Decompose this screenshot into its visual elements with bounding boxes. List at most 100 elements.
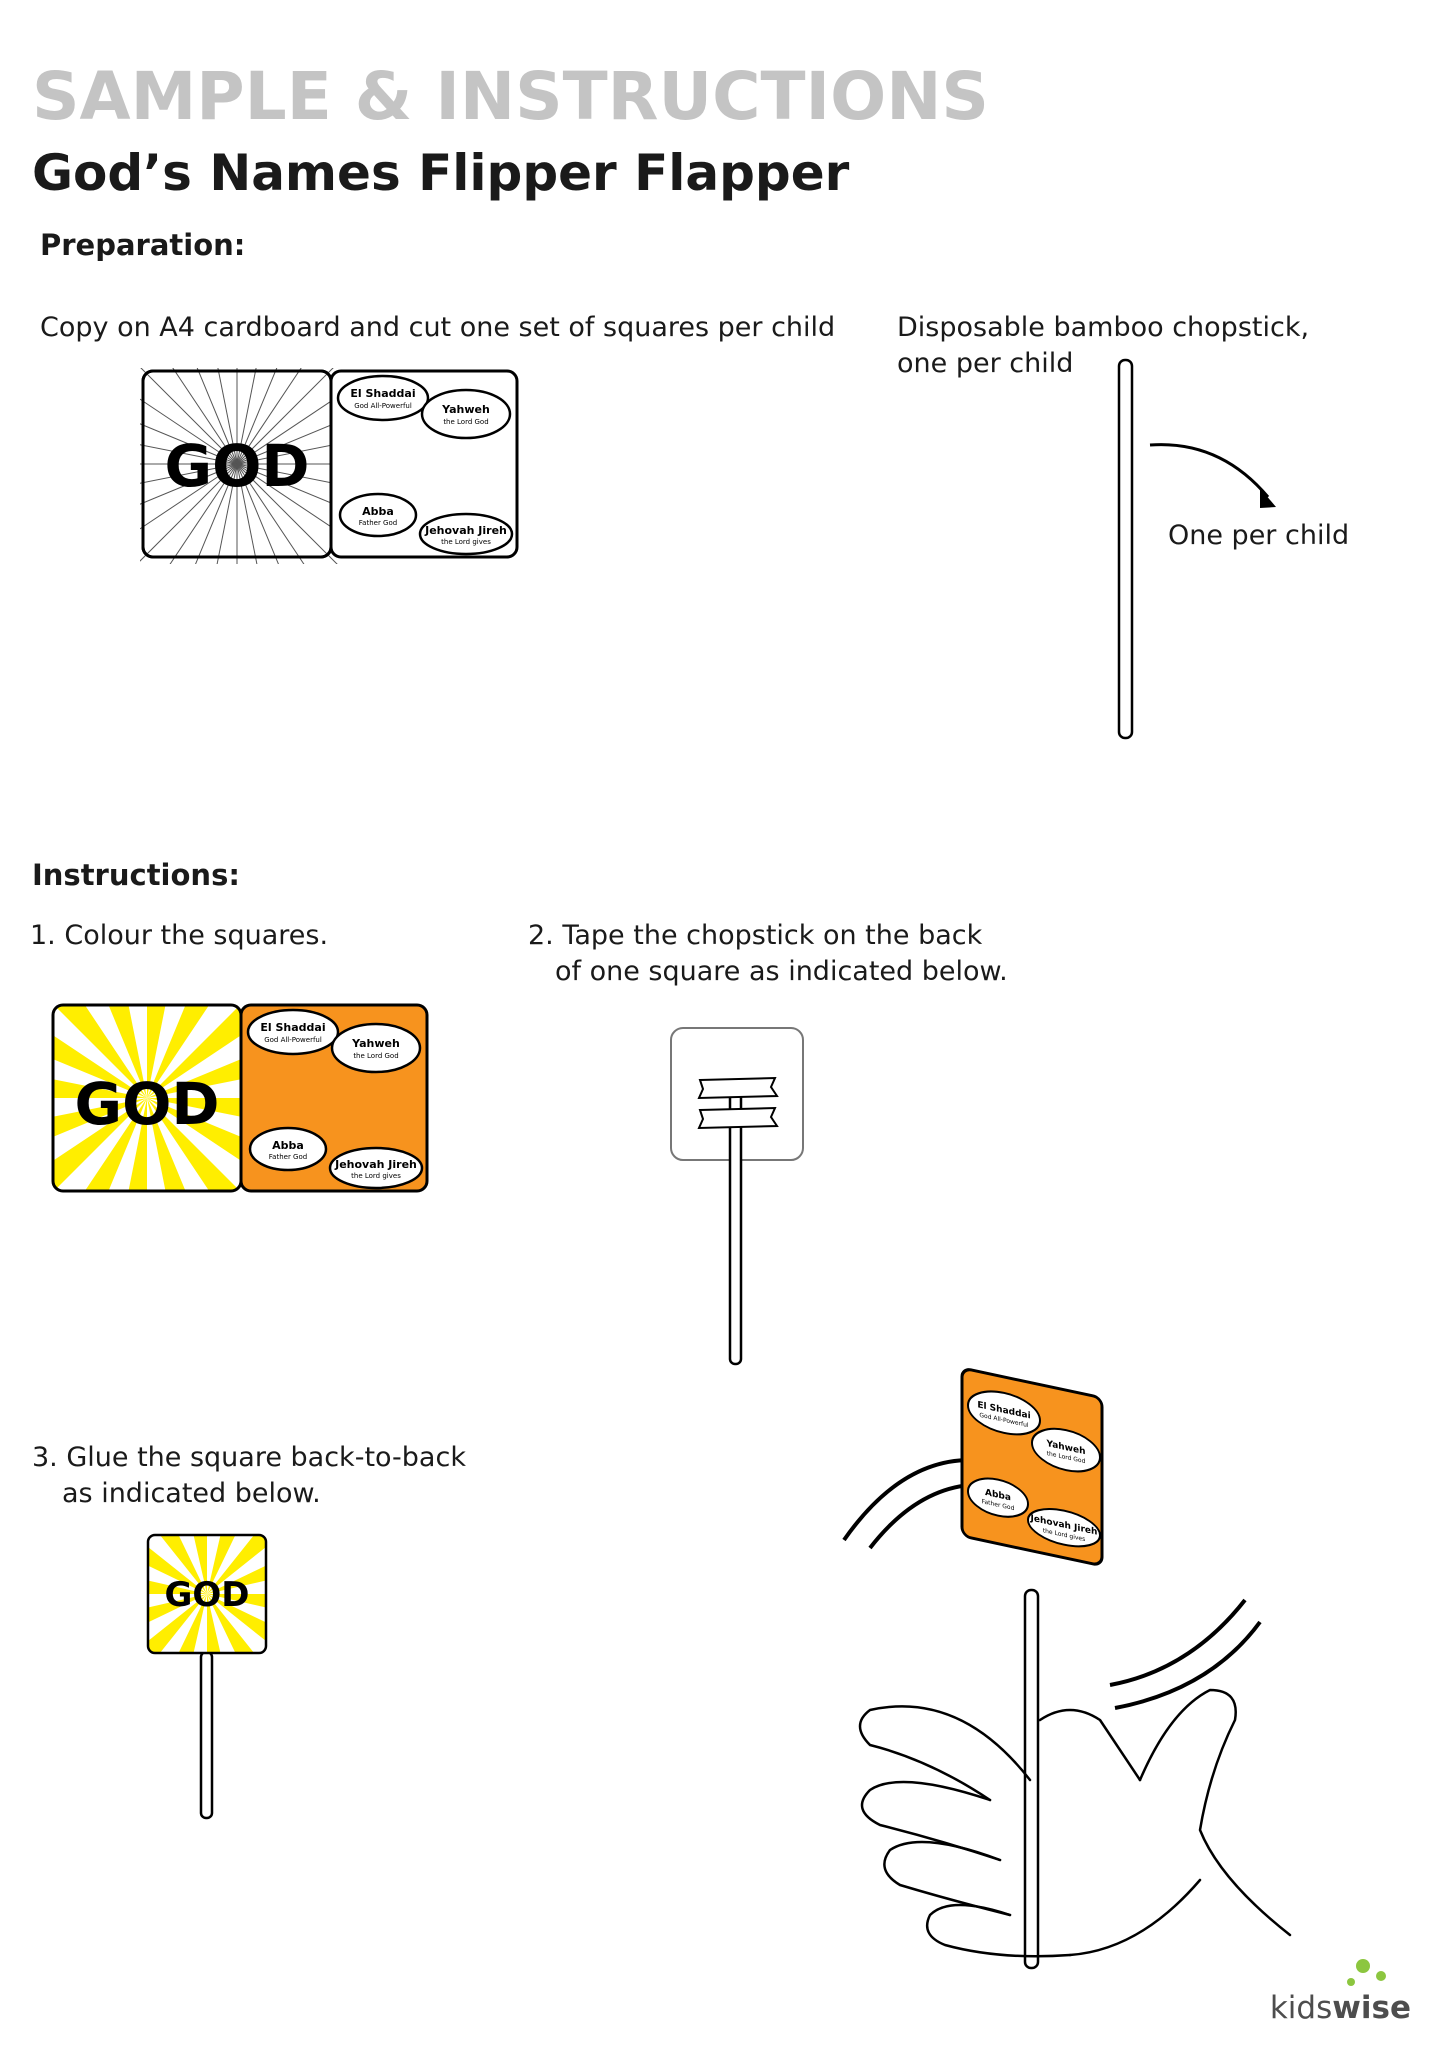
hands-icon <box>858 1688 1292 1958</box>
chopstick <box>199 1650 214 1820</box>
coloured-god-word: GOD <box>74 1070 219 1138</box>
step-1-text: 1. Colour the squares. <box>30 920 329 951</box>
svg-text:Abba: Abba <box>272 1139 304 1152</box>
instructions-heading: Instructions: <box>32 858 240 892</box>
tilted-names-card: El Shaddai God All-Powerful Yahweh the L… <box>960 1368 1104 1566</box>
chopstick-illustration <box>1117 358 1276 740</box>
motion-arc-icon <box>868 1483 971 1550</box>
coloured-god-square: GOD <box>51 1003 243 1193</box>
motion-arc-icon <box>1114 1620 1262 1710</box>
motion-arc-icon <box>1109 1598 1247 1687</box>
motion-arc-icon <box>842 1458 971 1542</box>
coloured-names-square: El Shaddai God All-Powerful Yahweh the L… <box>239 1003 429 1193</box>
page-title: SAMPLE & INSTRUCTIONS <box>32 58 989 135</box>
logo-text: kidswise <box>1270 1990 1411 2026</box>
kidswise-logo: kidswise <box>1263 1956 1413 2030</box>
sun-ray <box>140 423 238 465</box>
sun-ray <box>53 1098 147 1160</box>
sun-ray <box>85 1005 147 1098</box>
page-subtitle: God’s Names Flipper Flapper <box>32 144 850 202</box>
bw-bubble-el-shaddai: El Shaddai God All-Powerful <box>336 374 430 422</box>
svg-text:Abba: Abba <box>362 505 394 518</box>
logo-dot-icon <box>1356 1959 1370 1973</box>
sun-ray <box>147 1098 241 1191</box>
sun-ray <box>147 1036 241 1098</box>
sun-ray <box>236 463 258 564</box>
svg-text:Father God: Father God <box>359 519 397 527</box>
tape-strip-bottom <box>697 1106 779 1130</box>
glued-square-illustration: GOD <box>146 1533 268 1820</box>
sun-ray <box>207 1594 232 1653</box>
svg-text:Yahweh: Yahweh <box>351 1037 400 1050</box>
bw-names-square: El Shaddai God All-Powerful Yahweh the L… <box>329 369 519 559</box>
chopstick-annotation: One per child <box>1168 520 1350 551</box>
bw-god-word: GOD <box>164 432 309 500</box>
svg-text:the Lord gives: the Lord gives <box>441 538 491 546</box>
sun-ray <box>207 1594 266 1653</box>
sun-ray <box>148 1569 207 1594</box>
sun-ray <box>217 368 238 465</box>
step-2-line-1: 2. Tape the chopstick on the back <box>528 920 983 951</box>
sun-ray <box>236 368 302 465</box>
logo-graphic: kidswise <box>1270 1959 1411 2026</box>
svg-text:El Shaddai: El Shaddai <box>350 387 415 400</box>
step-3-line-1: 3. Glue the square back-to-back <box>32 1442 466 1473</box>
svg-text:Jehovah Jireh: Jehovah Jireh <box>424 524 507 537</box>
sun-ray <box>148 1535 207 1594</box>
sun-ray <box>140 463 238 562</box>
sun-ray <box>196 368 238 465</box>
sun-ray <box>236 368 278 465</box>
sun-ray <box>236 368 257 465</box>
sun-ray <box>207 1594 266 1653</box>
sun-ray <box>148 1535 207 1594</box>
sun-ray <box>140 463 238 505</box>
svg-text:the Lord gives: the Lord gives <box>351 1172 401 1180</box>
chopstick <box>1117 358 1134 740</box>
svg-text:El Shaddai: El Shaddai <box>260 1021 325 1034</box>
sun-ray <box>207 1535 255 1594</box>
svg-text:Yahweh: Yahweh <box>441 403 490 416</box>
step-2-line-2: of one square as indicated below. <box>555 956 1008 987</box>
svg-text:Father God: Father God <box>269 1153 307 1161</box>
sun-ray <box>182 1535 207 1594</box>
svg-text:the Lord God: the Lord God <box>353 1052 398 1060</box>
sun-ray <box>140 463 238 530</box>
coloured-bubble-yahweh: Yahweh the Lord God <box>330 1022 422 1074</box>
bw-card-illustration: GOD El Shaddai God All-Powerful Yahweh t… <box>140 368 519 564</box>
sun-ray <box>147 1098 241 1130</box>
sun-ray <box>147 1005 241 1098</box>
sun-ray <box>236 463 279 564</box>
sun-ray <box>53 1098 147 1191</box>
arrow-icon <box>1149 443 1270 498</box>
svg-text:the Lord God: the Lord God <box>443 418 488 426</box>
chopstick <box>1023 1588 1040 1970</box>
tape-strip-top <box>697 1076 779 1100</box>
coloured-bubble-abba: Abba Father God <box>248 1126 328 1172</box>
sun-ray <box>148 1594 207 1642</box>
coloured-bubble-el-shaddai: El Shaddai God All-Powerful <box>246 1008 340 1056</box>
bw-bubble-abba: Abba Father God <box>338 492 418 538</box>
sun-ray <box>115 1098 147 1191</box>
sun-ray <box>236 368 334 465</box>
sun-ray <box>147 1005 236 1098</box>
svg-text:Jehovah Jireh: Jehovah Jireh <box>334 1158 417 1171</box>
sun-ray <box>53 1066 147 1098</box>
coloured-card-illustration: GOD El Shaddai God All-Powerful Yahweh t… <box>51 1003 429 1193</box>
sun-ray <box>140 398 238 465</box>
preparation-heading: Preparation: <box>40 228 246 262</box>
bw-bubble-jehovah-jireh: Jehovah Jireh the Lord gives <box>418 512 514 556</box>
sun-ray <box>207 1594 266 1619</box>
sun-ray <box>140 368 238 465</box>
chopstick-line-2: one per child <box>897 348 1074 379</box>
sun-ray <box>148 1594 207 1653</box>
sun-ray <box>169 463 238 564</box>
svg-text:God All-Powerful: God All-Powerful <box>264 1036 322 1044</box>
bw-bubble-yahweh: Yahweh the Lord God <box>420 388 512 440</box>
sun-ray <box>147 1098 209 1191</box>
sun-ray <box>216 463 238 564</box>
sun-ray <box>159 1594 207 1653</box>
sun-ray <box>58 1098 147 1191</box>
arrow-head-icon <box>1260 488 1276 508</box>
small-god-word: GOD <box>164 1575 249 1615</box>
sun-ray <box>147 1098 241 1187</box>
